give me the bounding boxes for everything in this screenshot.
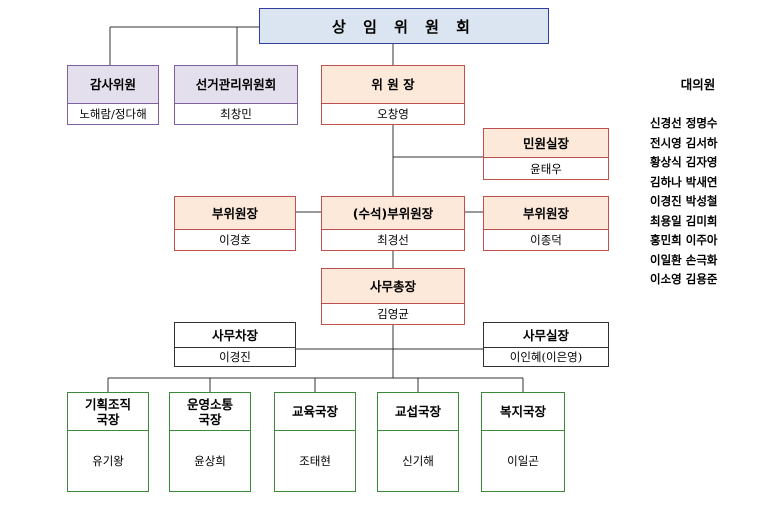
bureau-education-head: 교육국장 — [275, 393, 355, 431]
chair-head: 위 원 장 — [322, 66, 464, 104]
vice-chair-left-name: 이경호 — [219, 233, 251, 247]
secretary-general-head: 사무총장 — [322, 269, 464, 304]
deputy-secretary-box: 사무차장 이경진 — [174, 322, 296, 367]
bureau-welfare-name: 이일곤 — [507, 454, 539, 468]
bureau-negotiation-head: 교섭국장 — [378, 393, 458, 431]
secretary-general-name: 김영균 — [377, 307, 409, 321]
vice-chair-right-name: 이종덕 — [530, 233, 562, 247]
bureau-planning-name: 유기왕 — [92, 454, 124, 468]
delegates-list-item: 신경선 정명수 — [650, 116, 718, 130]
bureau-planning-box: 기획조직 국장 유기왕 — [67, 392, 149, 492]
audit-committee-name: 노해람/정다해 — [79, 107, 147, 121]
senior-vice-chair-box: (수석)부위원장 최경선 — [321, 196, 465, 251]
senior-vice-chair-head: (수석)부위원장 — [322, 197, 464, 230]
office-chief-name: 이인혜(이은영) — [509, 350, 583, 364]
chair-name: 오창영 — [377, 107, 409, 121]
office-chief-head: 사무실장 — [484, 323, 608, 348]
vice-chair-left-head: 부위원장 — [175, 197, 295, 230]
deputy-secretary-name: 이경진 — [219, 350, 251, 364]
civil-affairs-box: 민원실장 윤태우 — [483, 128, 609, 180]
bureau-education-name: 조태현 — [299, 454, 331, 468]
civil-affairs-name: 윤태우 — [530, 161, 562, 176]
delegates-heading: 대의원 — [680, 77, 716, 92]
election-committee-name: 최창민 — [220, 107, 252, 121]
chair-box: 위 원 장 오창영 — [321, 65, 465, 125]
deputy-secretary-head: 사무차장 — [175, 323, 295, 348]
vice-chair-left-box: 부위원장 이경호 — [174, 196, 296, 251]
delegates-list-item: 최용일 김미희 — [650, 213, 718, 228]
delegates-list-item: 이소영 김용준 — [650, 272, 718, 286]
office-chief-box: 사무실장 이인혜(이은영) — [483, 322, 609, 367]
vice-chair-right-head: 부위원장 — [484, 197, 608, 230]
bureau-welfare-box: 복지국장 이일곤 — [481, 392, 565, 492]
bureau-negotiation-name: 신기해 — [402, 454, 434, 468]
delegates-list-item: 홍민희 이주아 — [650, 233, 718, 247]
delegates-list-item: 김하나 박새연 — [650, 174, 718, 189]
standing-committee-title: 상 임 위 원 회 — [259, 8, 549, 44]
civil-affairs-head: 민원실장 — [484, 129, 608, 158]
bureau-operations-box: 운영소통 국장 윤상희 — [169, 392, 251, 492]
delegates-list-item: 전시영 김서하 — [650, 135, 718, 150]
secretary-general-box: 사무총장 김영균 — [321, 268, 465, 325]
vice-chair-right-box: 부위원장 이종덕 — [483, 196, 609, 251]
delegates-list-item: 이경진 박성철 — [650, 194, 718, 208]
delegates-list-item: 이일환 손극화 — [650, 252, 718, 267]
bureau-operations-head: 운영소통 국장 — [170, 393, 250, 431]
delegates-list-item: 황상식 김자영 — [650, 155, 718, 169]
bureau-operations-name: 윤상희 — [194, 454, 226, 468]
election-committee-head: 선거관리위원회 — [175, 66, 297, 104]
election-committee-box: 선거관리위원회 최창민 — [174, 65, 298, 125]
bureau-welfare-head: 복지국장 — [482, 393, 564, 431]
delegates-list: 신경선 정명수 전시영 김서하 황상식 김자영 김하나 박새연 이경진 박성철 … — [650, 114, 760, 290]
audit-committee-head: 감사위원 — [68, 66, 158, 104]
bureau-education-box: 교육국장 조태현 — [274, 392, 356, 492]
senior-vice-chair-name: 최경선 — [377, 233, 409, 247]
bureau-negotiation-box: 교섭국장 신기해 — [377, 392, 459, 492]
bureau-planning-head: 기획조직 국장 — [68, 393, 148, 431]
audit-committee-box: 감사위원 노해람/정다해 — [67, 65, 159, 125]
